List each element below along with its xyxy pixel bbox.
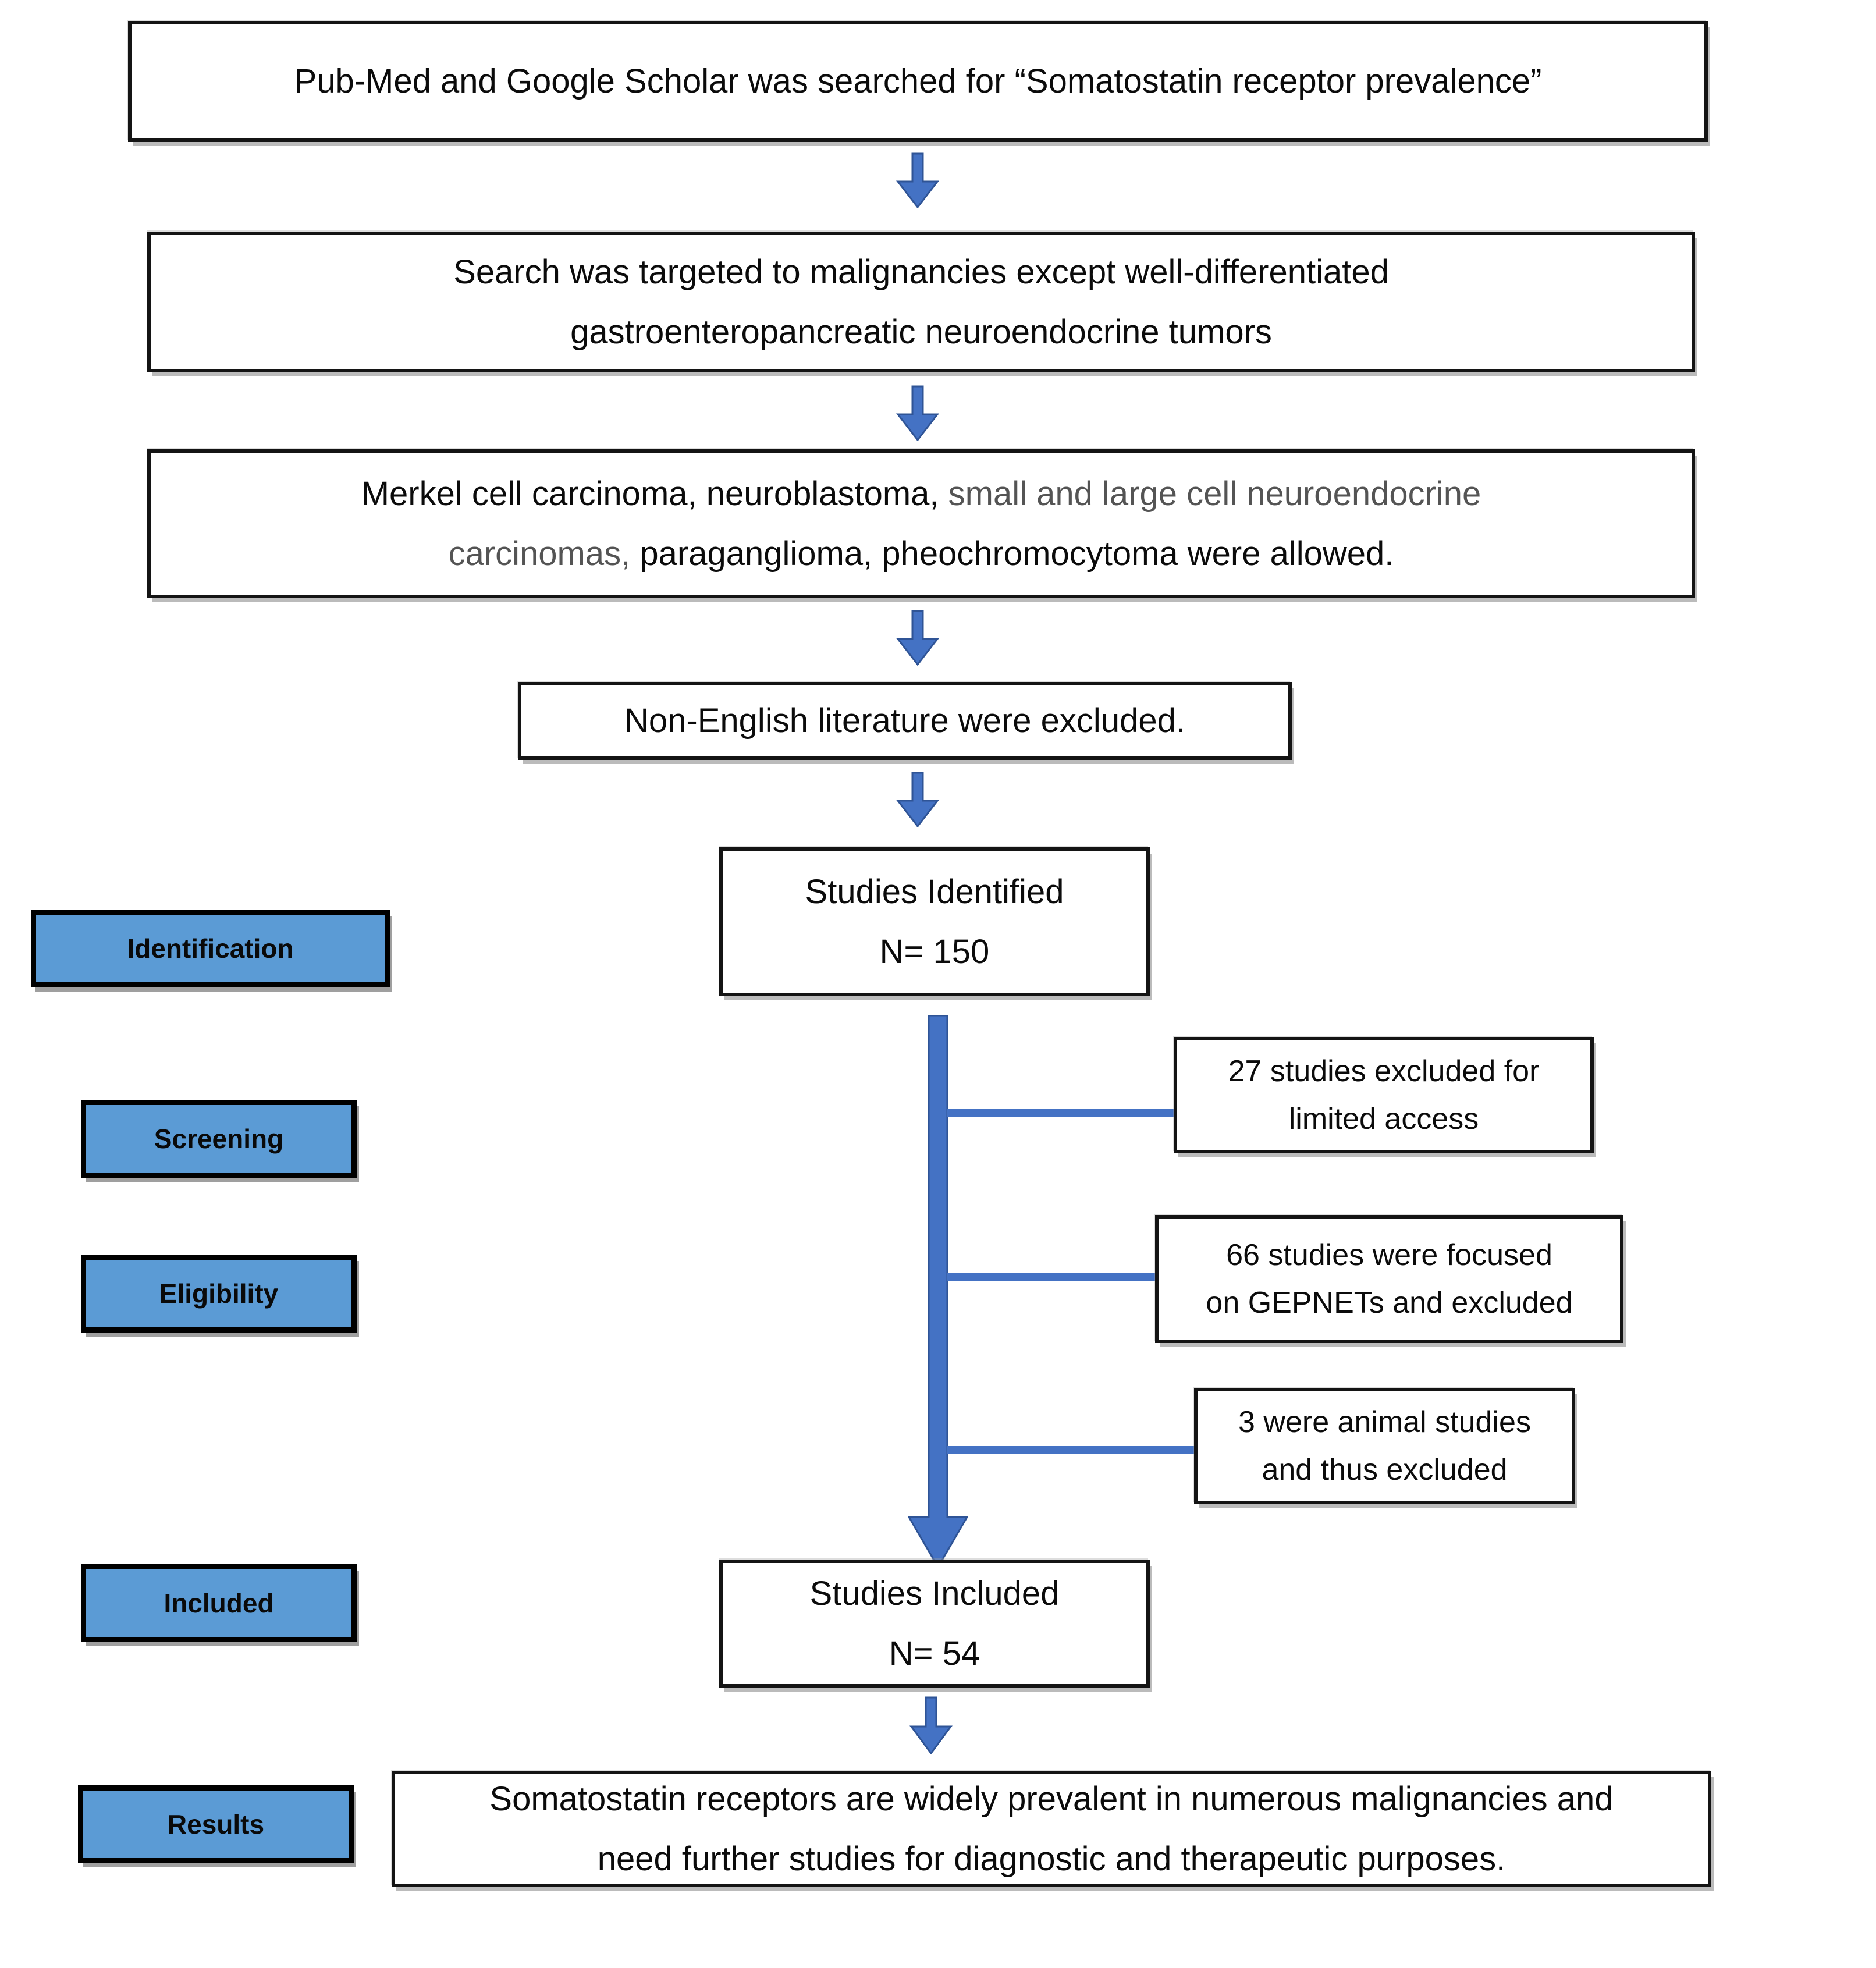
studies-included-title: Studies Included: [809, 1574, 1060, 1612]
language-filter-text: Non-English literature were excluded.: [624, 702, 1185, 740]
stage-label-eligibility: Eligibility: [81, 1255, 357, 1333]
results-summary-line2: need further studies for diagnostic and …: [597, 1840, 1506, 1878]
down-arrow-icon: [896, 610, 940, 666]
branch-line-limited-access: [947, 1109, 1174, 1117]
search-target-box: Search was targeted to malignancies exce…: [147, 232, 1695, 372]
stage-label-identification-text: Identification: [127, 933, 294, 964]
stage-label-screening: Screening: [81, 1100, 357, 1178]
search-source-text: Pub-Med and Google Scholar was searched …: [294, 62, 1542, 101]
studies-included-count: N= 54: [889, 1635, 980, 1672]
excluded-gepnets-box: 66 studies were focused on GEPNETs and e…: [1155, 1215, 1623, 1343]
excluded-gepnets-line1: 66 studies were focused: [1226, 1238, 1552, 1272]
search-target-line1: Search was targeted to malignancies exce…: [453, 253, 1389, 291]
allowed-tumors-line2-black: paraganglioma, pheochromocytoma were all…: [639, 535, 1394, 573]
studies-identified-box: Studies Identified N= 150: [719, 847, 1150, 996]
studies-identified-title: Studies Identified: [805, 872, 1064, 911]
allowed-tumors-box: Merkel cell carcinoma, neuroblastoma, sm…: [147, 449, 1695, 598]
branch-line-gepnets: [947, 1273, 1155, 1281]
excluded-animal-studies-line1: 3 were animal studies: [1238, 1405, 1531, 1439]
excluded-limited-access-line1: 27 studies excluded for: [1228, 1054, 1540, 1088]
allowed-tumors-line1-gray: small and large cell neuroendocrine: [948, 474, 1481, 513]
studies-included-box: Studies Included N= 54: [719, 1560, 1150, 1688]
excluded-animal-studies-line2: and thus excluded: [1262, 1453, 1508, 1487]
stage-label-included-text: Included: [164, 1588, 274, 1618]
allowed-tumors-line2: carcinomas, paraganglioma, pheochromocyt…: [449, 524, 1394, 584]
stage-label-included: Included: [81, 1564, 357, 1642]
studies-identified-count: N= 150: [879, 933, 990, 971]
stage-label-identification: Identification: [31, 910, 390, 987]
stage-label-results-text: Results: [167, 1809, 265, 1839]
results-summary-line1: Somatostatin receptors are widely preval…: [489, 1779, 1614, 1818]
language-filter-box: Non-English literature were excluded.: [518, 682, 1292, 760]
down-arrow-icon: [896, 385, 940, 441]
stage-label-screening-text: Screening: [154, 1124, 284, 1154]
allowed-tumors-line1: Merkel cell carcinoma, neuroblastoma, sm…: [361, 464, 1481, 524]
down-arrow-icon: [896, 152, 940, 208]
branch-line-animal-studies: [947, 1446, 1194, 1454]
excluded-limited-access-line2: limited access: [1288, 1102, 1479, 1136]
stage-label-results: Results: [78, 1785, 354, 1863]
allowed-tumors-line2-gray: carcinomas,: [448, 535, 640, 573]
down-arrow-icon: [896, 772, 940, 827]
results-summary-box: Somatostatin receptors are widely preval…: [392, 1771, 1711, 1887]
down-arrow-icon: [909, 1696, 953, 1754]
search-source-box: Pub-Med and Google Scholar was searched …: [128, 21, 1708, 142]
excluded-animal-studies-box: 3 were animal studies and thus excluded: [1194, 1388, 1575, 1504]
screening-flow-down-arrow-icon: [908, 1015, 968, 1568]
excluded-limited-access-box: 27 studies excluded for limited access: [1174, 1037, 1594, 1153]
search-target-line2: gastroenteropancreatic neuroendocrine tu…: [570, 313, 1272, 351]
stage-label-eligibility-text: Eligibility: [159, 1278, 279, 1309]
excluded-gepnets-line2: on GEPNETs and excluded: [1206, 1286, 1573, 1320]
allowed-tumors-line1-black: Merkel cell carcinoma, neuroblastoma,: [361, 474, 948, 513]
